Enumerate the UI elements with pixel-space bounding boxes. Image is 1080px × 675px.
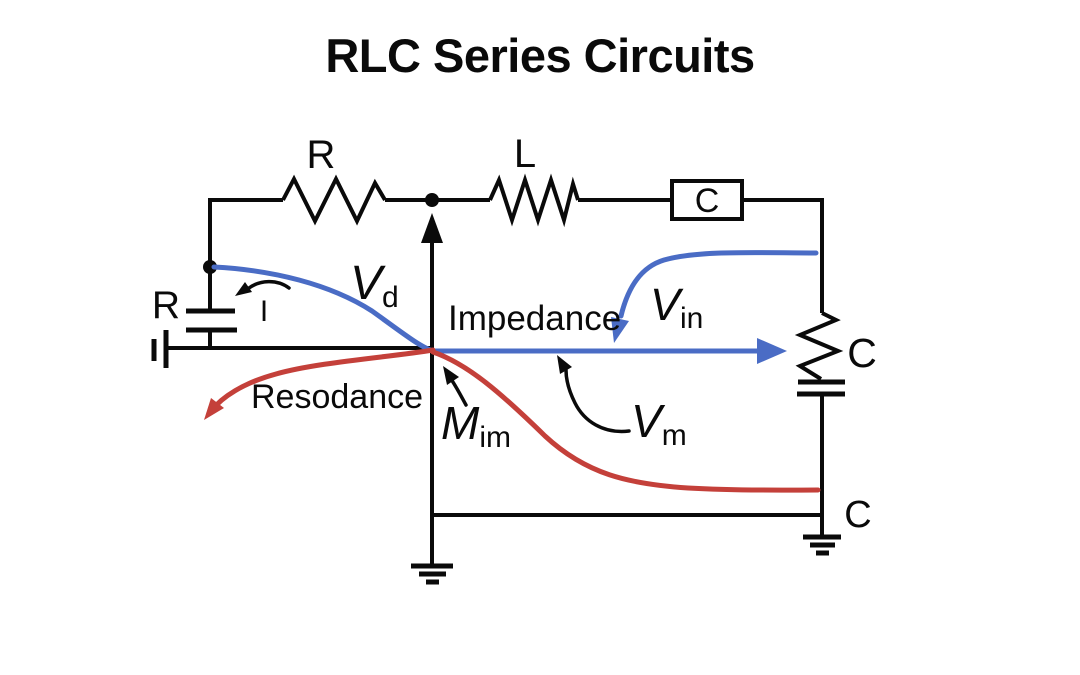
node-dot-left [203, 260, 217, 274]
resonance-label: Resodance [251, 378, 423, 416]
blue-curves [211, 250, 819, 364]
red-curves [204, 347, 821, 493]
vm-label: Vm [631, 395, 687, 452]
impedance-arrowhead [757, 338, 787, 364]
vm-response-curve [430, 349, 821, 493]
vm-pointer-arrow [564, 368, 631, 434]
impedance-label: Impedance [448, 299, 621, 338]
left-branch-wire [208, 198, 283, 311]
source-left-label: R [152, 284, 180, 327]
vm-label-sub: m [662, 419, 687, 452]
vd-label: Vd [350, 257, 399, 314]
node-dot-top [425, 193, 439, 207]
resonance-arrowhead [204, 398, 224, 420]
mim-label-sub: im [479, 421, 511, 454]
vin-label-main: V [650, 279, 684, 330]
mim-pointer-arrowhead [443, 366, 459, 385]
circuit-wires [151, 173, 845, 585]
vm-pointer-arrowhead [557, 355, 572, 374]
mim-label-main: M [441, 397, 480, 449]
axis-arrowhead [421, 213, 443, 243]
current-direction-arrowhead [235, 282, 252, 296]
vin-curve [618, 250, 819, 319]
page-title: RLC Series Circuits [325, 29, 754, 82]
ground-right-label: C [844, 494, 871, 536]
resistor-top-zigzag [281, 174, 387, 226]
vd-label-sub: d [382, 281, 399, 314]
vin-label-sub: in [680, 302, 703, 335]
capacitor-right-label: C [847, 330, 877, 376]
vm-label-main: V [631, 395, 666, 447]
inductor-zigzag [488, 173, 580, 228]
vin-label: Vin [650, 279, 703, 335]
annotation-arrows [235, 279, 631, 434]
current-direction-arrow [247, 279, 291, 290]
vd-curve [211, 264, 436, 354]
inductor-label: L [514, 132, 536, 176]
mim-label: Mim [441, 397, 511, 454]
vin-arrowhead [611, 317, 629, 343]
resistor-top-label: R [307, 133, 336, 177]
series-box-label: C [695, 182, 720, 220]
top-wire-right [742, 198, 824, 313]
resonance-curve [208, 347, 436, 414]
resistor-right-zigzag [794, 311, 844, 381]
current-label: I [260, 295, 268, 328]
vd-label-main: V [350, 257, 386, 310]
